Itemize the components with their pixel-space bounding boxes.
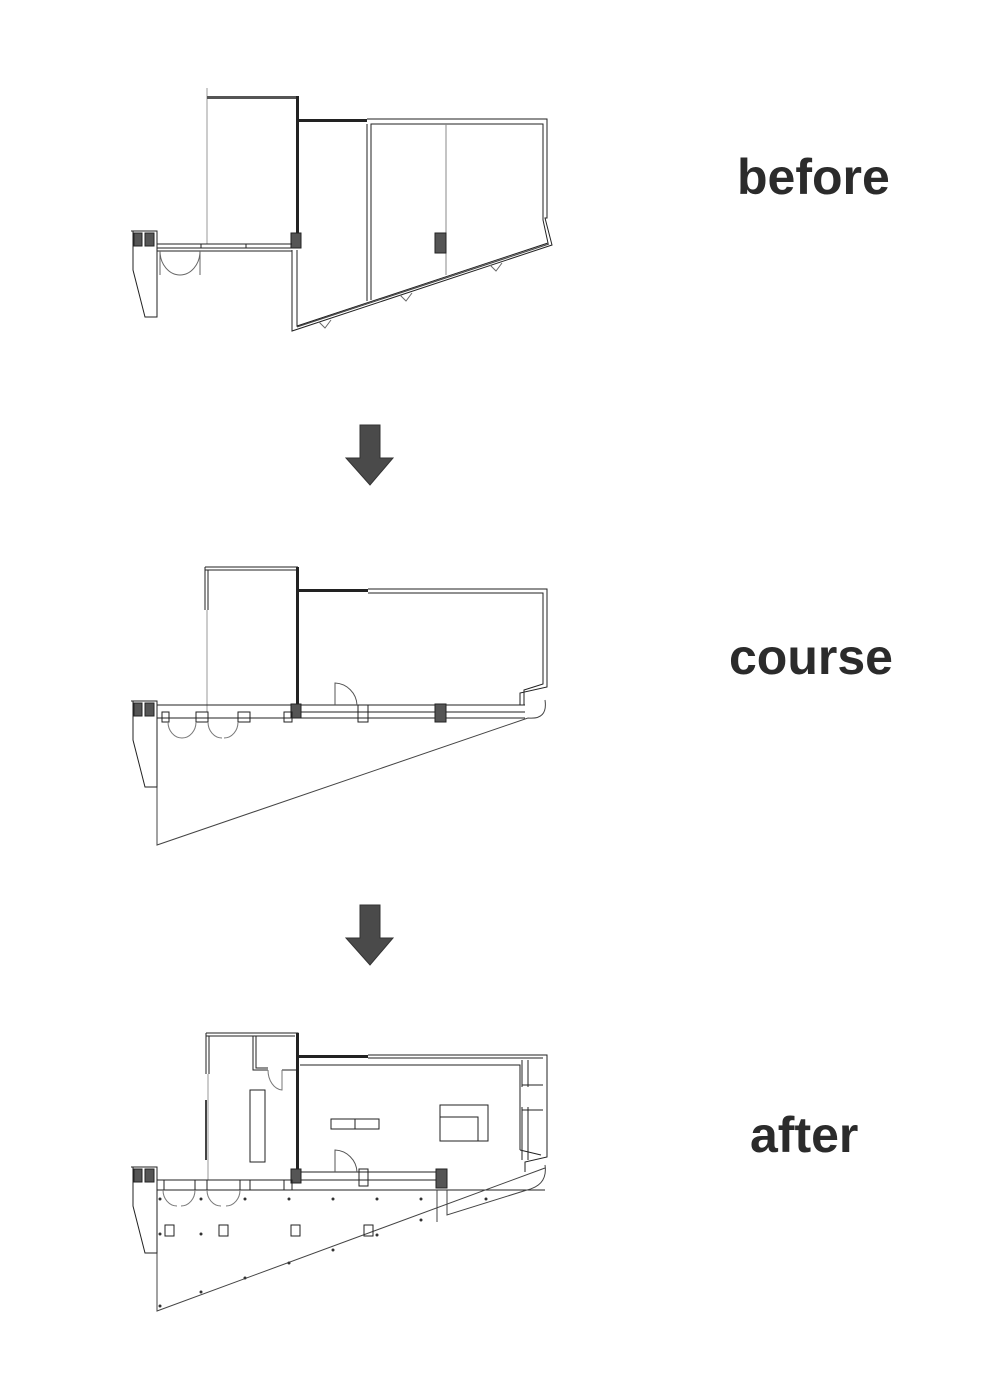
column (290, 703, 302, 719)
column (435, 1168, 448, 1189)
column (434, 232, 447, 254)
plan-before (131, 88, 553, 332)
down-arrow-icon (344, 424, 395, 486)
plan-after (131, 1032, 548, 1312)
column (290, 1168, 302, 1184)
stage-label-before: before (737, 149, 890, 205)
column (434, 703, 447, 723)
down-arrow-icon (344, 904, 395, 966)
stage-label-course: course (729, 629, 893, 685)
plan-course (131, 566, 548, 846)
column (290, 232, 302, 249)
column-dots (158, 1197, 488, 1308)
stage-label-after: after (750, 1107, 859, 1163)
